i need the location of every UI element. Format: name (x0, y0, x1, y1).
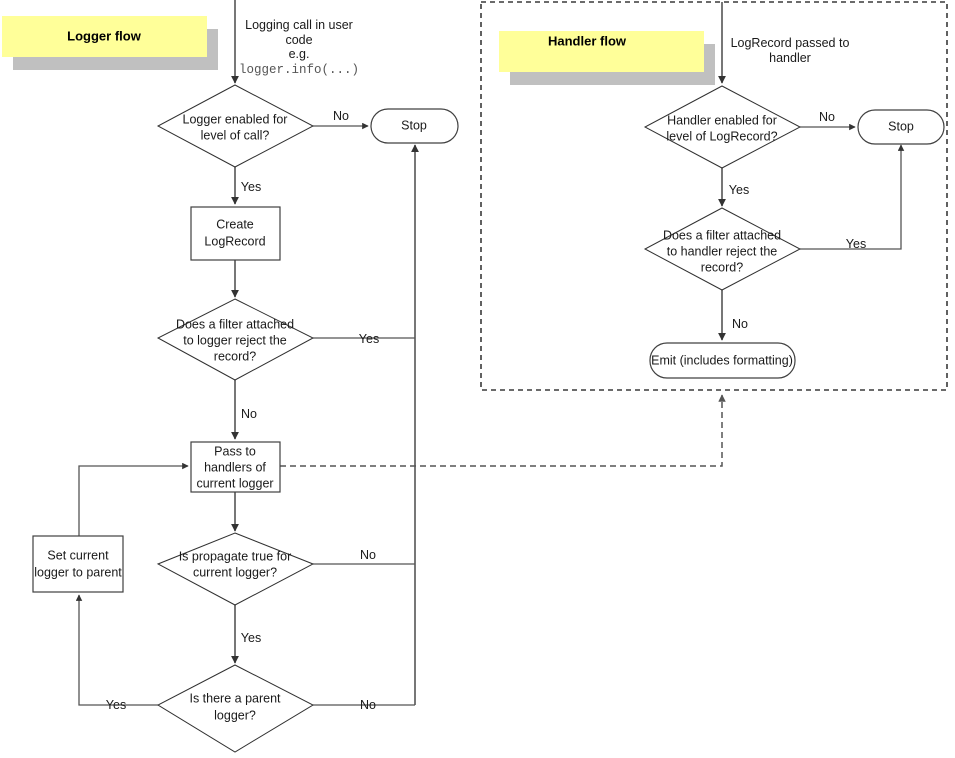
logger-entry-text-line2: code (285, 33, 312, 47)
edge-label-handler-enabled-no: No (819, 110, 835, 124)
node-create-logrecord-line1: Create (216, 217, 254, 231)
node-emit[interactable] (649, 342, 796, 379)
edge-handler-filter-yes (800, 144, 905, 250)
logger-entry-text-code: logger.info(...) (239, 63, 359, 77)
node-logger-stop-label: Stop (401, 118, 427, 132)
node-parent-logger-line2: logger? (214, 708, 256, 722)
node-logger-filter-line3: record? (214, 349, 256, 363)
logger-flow-banner (2, 16, 207, 57)
node-handler-stop[interactable] (857, 109, 945, 145)
edge-label-logger-filter-yes: Yes (359, 332, 379, 346)
node-parent-logger-decision[interactable] (156, 664, 315, 753)
node-set-current-logger-line2: logger to parent (34, 565, 122, 579)
edge-label-handler-filter-no: No (732, 317, 748, 331)
node-handler-enabled-line1: Handler enabled for (667, 113, 777, 127)
node-pass-to-handlers[interactable] (190, 441, 281, 493)
node-logger-filter-decision[interactable] (156, 298, 315, 381)
node-logger-filter-line2: to logger reject the (183, 333, 287, 347)
node-handler-enabled-line2: level of LogRecord? (666, 129, 777, 143)
edge-set-logger-to-pass (78, 462, 189, 536)
handler-entry-text-line2: handler (769, 51, 811, 65)
node-logger-enabled-line1: Logger enabled for (183, 112, 288, 126)
node-create-logrecord[interactable] (190, 206, 281, 261)
edge-label-propagate-no: No (360, 548, 376, 562)
node-is-propagate-decision[interactable] (156, 532, 315, 606)
logger-entry-text-line1: Logging call in user (245, 18, 353, 32)
edge-label-handler-filter-yes: Yes (846, 237, 866, 251)
node-handler-enabled-decision[interactable] (643, 85, 802, 169)
node-handler-stop-label: Stop (888, 119, 914, 133)
node-is-propagate-line2: current logger? (193, 565, 277, 579)
node-emit-label: Emit (includes formatting) (651, 353, 793, 367)
handler-flow-banner-label: Handler flow (548, 33, 627, 48)
edge-label-propagate-yes: Yes (241, 631, 261, 645)
edge-label-parent-yes: Yes (106, 698, 126, 712)
node-create-logrecord-line2: LogRecord (204, 234, 265, 248)
node-logger-stop[interactable] (370, 108, 459, 144)
handler-entry-text-line1: LogRecord passed to (731, 36, 850, 50)
node-handler-filter-line1: Does a filter attached (663, 228, 781, 242)
edge-parent-yes (75, 594, 158, 706)
node-set-current-logger[interactable] (32, 535, 124, 593)
handler-flow-container (480, 1, 948, 391)
node-pass-to-handlers-line2: handlers of (204, 460, 266, 474)
edge-label-handler-enabled-yes: Yes (729, 183, 749, 197)
node-handler-filter-line3: record? (701, 260, 743, 274)
node-set-current-logger-line1: Set current (47, 548, 109, 562)
logger-flow-banner-label: Logger flow (67, 28, 142, 43)
node-logger-enabled-decision[interactable] (156, 84, 315, 168)
edge-label-parent-no: No (360, 698, 376, 712)
node-handler-filter-decision[interactable] (643, 207, 802, 291)
node-pass-to-handlers-line3: current logger (196, 476, 273, 490)
handler-flow-banner (499, 31, 704, 72)
edge-label-logger-filter-no: No (241, 407, 257, 421)
node-pass-to-handlers-line1: Pass to (214, 444, 256, 458)
logger-entry-text-line3: e.g. (289, 47, 310, 61)
node-is-propagate-line1: Is propagate true for (179, 549, 292, 563)
node-handler-filter-line2: to handler reject the (667, 244, 778, 258)
edge-pass-to-handler-flow (280, 394, 726, 467)
edge-label-logger-enabled-yes: Yes (241, 180, 261, 194)
node-logger-filter-line1: Does a filter attached (176, 317, 294, 331)
node-parent-logger-line1: Is there a parent (189, 691, 281, 705)
node-logger-enabled-line2: level of call? (201, 128, 270, 142)
edge-label-logger-enabled-no: No (333, 109, 349, 123)
